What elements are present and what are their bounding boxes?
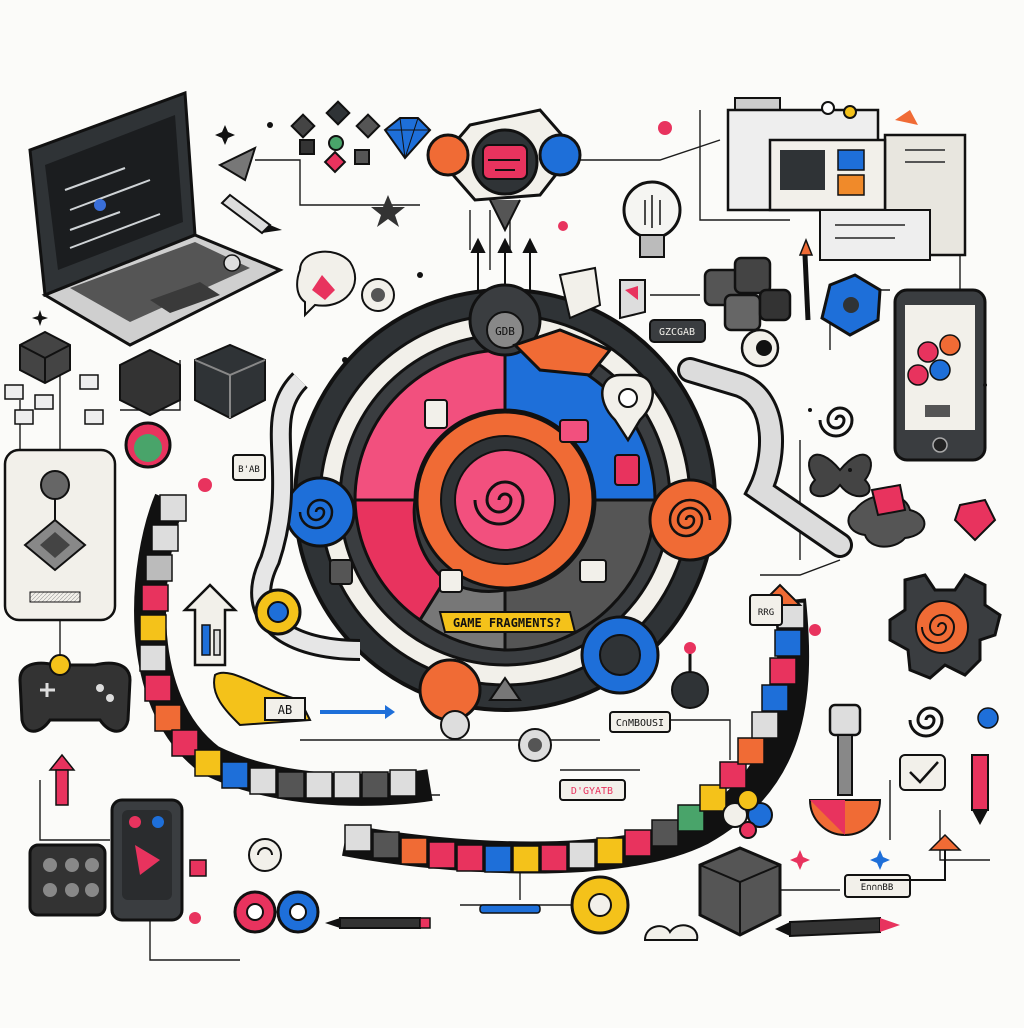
gamepad-small-icon xyxy=(722,789,773,839)
remote-icon xyxy=(110,798,184,922)
pin-icon xyxy=(601,373,654,443)
gem-icon xyxy=(953,498,997,542)
pencil-icon xyxy=(220,193,282,235)
banner-label: GAME FRAGMENTS? xyxy=(453,616,561,630)
game-board-icon: GDB GAME FRAGMENTS? xyxy=(284,283,732,740)
dice-cluster-icon xyxy=(703,256,792,332)
house-arrow-icon xyxy=(181,583,239,667)
card-tag: RRG xyxy=(749,594,783,626)
board-tag-label: B'AB xyxy=(238,465,260,475)
cat-icon xyxy=(977,707,999,729)
laptop-icon xyxy=(28,90,284,347)
marker-icon xyxy=(971,754,989,825)
lightbulb-icon xyxy=(622,180,682,258)
gear-icon xyxy=(233,890,320,934)
speech-bubble-icon xyxy=(296,250,356,318)
card-tag-label: E∩∩∩BB xyxy=(861,883,894,893)
track-tiles-bottom xyxy=(344,601,805,873)
low-tag-label: D'GYATB xyxy=(571,786,613,797)
pyramid-icon xyxy=(217,146,257,182)
arrow-icon xyxy=(860,833,962,881)
cloud-icon xyxy=(643,924,699,941)
button-icon xyxy=(518,728,552,762)
cube-icon xyxy=(698,846,782,937)
button-icon xyxy=(740,328,780,368)
flower-icon xyxy=(847,483,926,548)
checkbox-icon xyxy=(899,754,946,791)
lock-icon xyxy=(361,278,395,312)
gear-icon xyxy=(570,875,630,935)
mid-tag-label: C∩MBOUSI xyxy=(616,718,664,729)
track-label: AB xyxy=(213,671,395,727)
sparkle-icons xyxy=(32,121,987,924)
diamond-icon-row xyxy=(290,100,381,174)
square-icon xyxy=(189,859,207,877)
smartphone-icon xyxy=(893,288,987,462)
flowchart-panel xyxy=(3,448,117,622)
hexagon-gem-icon xyxy=(820,273,882,337)
track-tag: AB xyxy=(278,703,292,717)
pencil-icon xyxy=(775,916,900,938)
arrow-icon xyxy=(48,753,76,806)
window-icon xyxy=(726,97,967,261)
character-badge xyxy=(426,108,582,295)
bar-icon xyxy=(479,904,541,914)
mini-tag-label: GZCGAB xyxy=(659,327,695,338)
keypad-icon xyxy=(28,843,107,917)
gear-icon xyxy=(254,588,302,636)
butterfly-icon xyxy=(808,453,872,498)
spiral-icon xyxy=(818,406,854,438)
shield-icon xyxy=(558,266,646,320)
lens-icon xyxy=(248,838,282,872)
track-tiles-left xyxy=(139,494,417,799)
cube-icon xyxy=(119,343,266,420)
triangle-icon xyxy=(488,676,522,701)
pencil-icon xyxy=(325,917,431,929)
joystick-icon xyxy=(671,642,709,709)
cube-icon xyxy=(19,330,71,385)
tree-diagram-icon xyxy=(4,374,104,425)
wrench-icon xyxy=(808,703,882,836)
card-tag: C∩MBOUSI xyxy=(609,711,671,733)
card-tag: B'AB xyxy=(232,454,266,481)
gem-icon xyxy=(383,117,432,160)
gear-icon xyxy=(888,573,1002,680)
controller-icon xyxy=(18,654,132,733)
button-icon xyxy=(124,421,172,469)
hub-tag: GDB xyxy=(495,325,515,338)
star-icon xyxy=(371,195,405,227)
card-tag: E∩∩∩BB xyxy=(844,874,911,898)
card-tag: D'GYATB xyxy=(559,779,626,801)
card-tag: GZCGAB xyxy=(649,319,706,343)
paintbrush-icon xyxy=(798,237,814,321)
corner-tag-label: RRG xyxy=(758,608,774,618)
spiral-icon xyxy=(908,706,944,738)
